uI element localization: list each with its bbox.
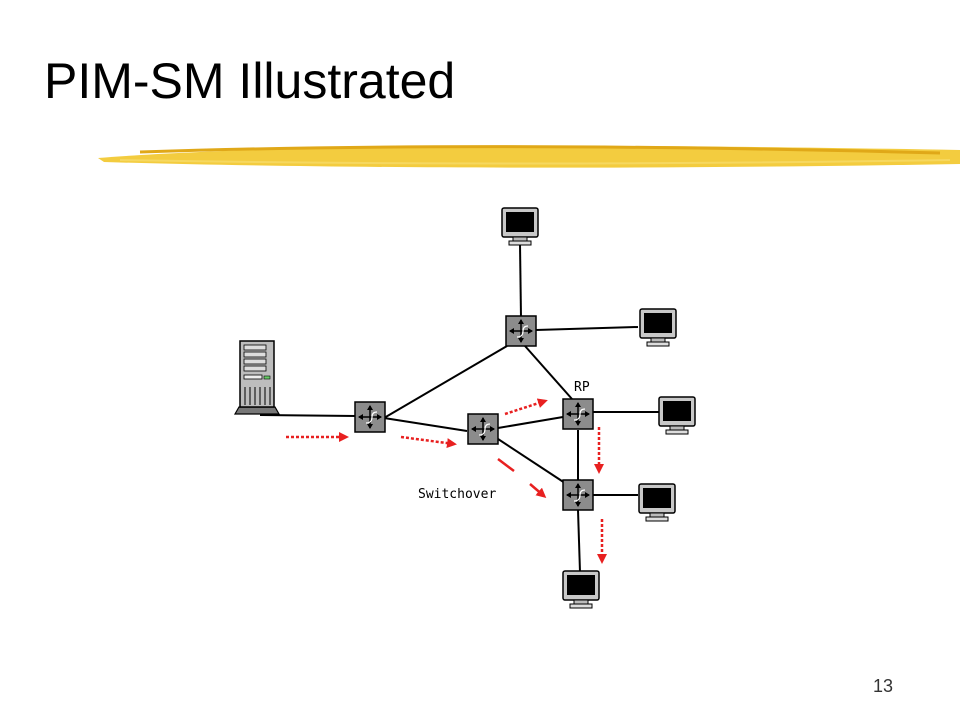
traffic-arrows [286,398,607,564]
rp-router-icon [562,398,594,430]
rp-label: RP [574,380,590,395]
page-number: 13 [873,676,894,696]
title-underline [98,144,960,168]
monitor-icon [638,483,676,522]
router-icon [467,413,499,445]
monitor-icon [658,396,696,435]
switchover-dash [497,458,515,472]
arrow-to-rp [504,398,548,416]
switchover-label: Switchover [418,487,496,502]
server-icon [233,340,281,415]
network-links [259,243,660,573]
monitor-icon [562,570,600,609]
slide-title: PIM-SM Illustrated [44,53,456,109]
switchover-arrow [529,483,547,498]
monitor-icon [501,207,539,246]
router-icon [505,315,537,347]
router-icon [354,401,386,433]
router-icon [562,479,594,511]
arrow-router-to-router [400,435,457,449]
monitor-icon [639,308,677,347]
